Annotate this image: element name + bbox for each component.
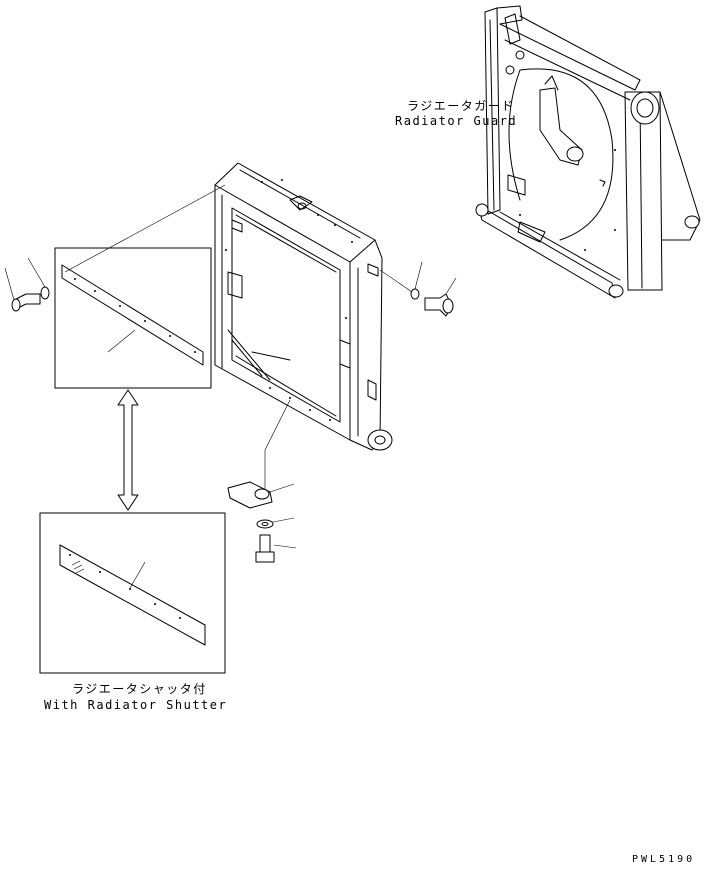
plate-detail-box	[54, 247, 212, 389]
frame-to-plate-leader	[64, 184, 226, 273]
radiator-guard-label-jp: ラジエータガード	[407, 99, 515, 113]
alternative-arrow	[117, 389, 139, 511]
bottom-washer	[256, 517, 295, 529]
left-bolt	[4, 267, 41, 312]
bottom-bracket	[227, 481, 295, 509]
left-washer	[27, 257, 50, 300]
radiator-frame-illustration	[214, 162, 393, 451]
right-bolt	[424, 277, 457, 317]
bottom-bolt	[255, 534, 297, 563]
shutter-label-en: With Radiator Shutter	[44, 698, 227, 712]
shutter-plate-detail-box	[39, 512, 226, 674]
radiator-guard-label-en: Radiator Guard	[395, 114, 517, 128]
drawing-code: PWL5190	[632, 854, 695, 864]
shutter-label-jp: ラジエータシャッタ付	[72, 682, 207, 696]
frame-to-bracket-leader	[264, 399, 291, 490]
radiator-guard-illustration	[475, 5, 701, 299]
right-washer	[379, 261, 423, 300]
